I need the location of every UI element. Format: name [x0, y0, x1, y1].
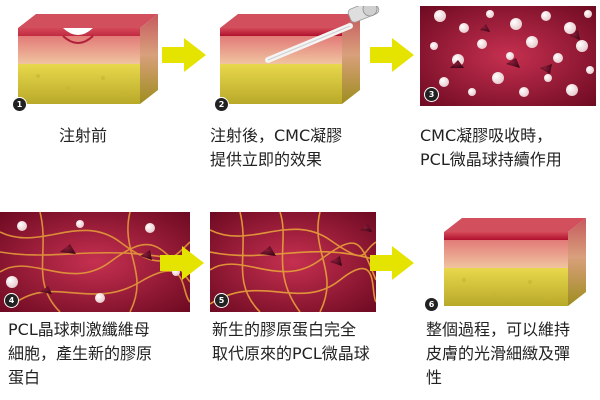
caption-line: PCL微晶球持續作用: [420, 150, 562, 169]
step-2-illustration: 2: [210, 6, 390, 116]
step-3-illustration: 3: [420, 6, 596, 106]
caption-line: CMC凝膠吸收時，: [420, 126, 553, 145]
step-2-caption: 注射後，CMC凝膠 提供立即的效果: [210, 124, 400, 172]
step-number-badge: 4: [5, 294, 18, 307]
caption-line: 新生的膠原蛋白完全: [212, 320, 357, 339]
step-1-caption: 注射前: [8, 124, 158, 148]
step-4-caption: PCL晶球刺激纖維母 細胞，產生新的膠原 蛋白: [8, 318, 198, 390]
step-number-badge: 5: [215, 294, 228, 307]
caption-line: PCL晶球刺激纖維母: [8, 320, 150, 339]
step-5-caption: 新生的膠原蛋白完全 取代原來的PCL微晶球: [212, 318, 402, 366]
arrow-right-icon: [160, 246, 204, 280]
arrow-right-icon: [370, 246, 414, 280]
caption-line: 取代原來的PCL微晶球: [212, 344, 370, 363]
step-4-illustration: 4: [0, 212, 190, 312]
caption-line: 蛋白: [8, 368, 41, 387]
skin-block-injection-image: [220, 6, 380, 104]
arrow-right-icon: [370, 38, 414, 72]
step-1-illustration: 1: [8, 6, 188, 116]
collagen-fibers-image: [0, 212, 190, 312]
step-number-badge: 2: [215, 98, 228, 111]
step-6-caption: 整個過程，可以維持 皮膚的光滑細緻及彈 性: [426, 318, 600, 390]
caption-line: 細胞，產生新的膠原: [8, 344, 153, 363]
caption-line: 注射後，CMC凝膠: [210, 126, 343, 145]
skin-block-dented-image: [18, 14, 158, 104]
caption-line: 提供立即的效果: [210, 150, 323, 169]
step-number-badge: 6: [425, 298, 438, 311]
caption-line: 性: [426, 368, 443, 387]
syringe-icon: [347, 6, 380, 23]
skin-block-smooth-image: [444, 218, 586, 306]
step-6-illustration: 6: [420, 210, 600, 316]
step-number-badge: 1: [13, 98, 26, 111]
arrow-right-icon: [162, 38, 206, 72]
step-number-badge: 3: [425, 88, 438, 101]
step-5-illustration: 5: [210, 212, 376, 312]
collagen-fibers-image: [210, 212, 376, 312]
caption-line: 皮膚的光滑細緻及彈: [426, 344, 571, 363]
microspheres-image: [420, 6, 596, 106]
caption-line: 整個過程，可以維持: [426, 320, 571, 339]
step-3-caption: CMC凝膠吸收時， PCL微晶球持續作用: [420, 124, 600, 172]
caption-line: 注射前: [58, 126, 107, 145]
